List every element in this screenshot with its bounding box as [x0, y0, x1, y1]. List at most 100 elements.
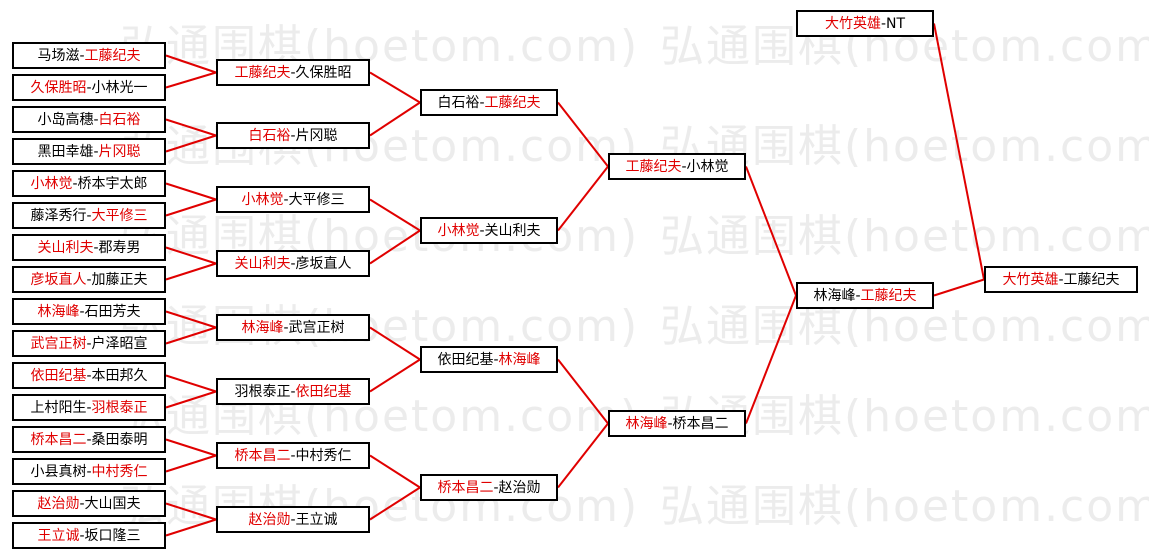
player-right: 赵治勋 — [498, 479, 541, 496]
bracket-connector — [369, 486, 421, 521]
player-right: 白石裕 — [98, 111, 141, 128]
player-left: 林海峰 — [241, 319, 284, 336]
bracket-connector — [557, 422, 609, 489]
bracket-connector — [165, 71, 217, 89]
player-right: 久保胜昭 — [295, 64, 352, 81]
player-right: 桥本昌二 — [672, 415, 729, 432]
player-left: 工藤纪夫 — [234, 64, 291, 81]
player-left: 大竹英雄 — [824, 15, 881, 32]
bracket-connector — [165, 518, 217, 537]
bracket-connector — [165, 454, 217, 473]
player-left: 依田纪基 — [437, 351, 494, 368]
player-right: 中村秀仁 — [295, 447, 352, 464]
match-box: 桥本昌二-赵治勋 — [420, 474, 558, 501]
bracket-connector — [369, 454, 421, 489]
bracket-connector — [165, 438, 217, 457]
bracket-connector — [557, 358, 609, 425]
match-box: 藤泽秀行-大平修三 — [12, 202, 166, 229]
player-right: 加藤正夫 — [91, 271, 148, 288]
match-box: 关山利夫-彦坂直人 — [216, 250, 370, 277]
match-box: 赵治勋-大山国夫 — [12, 490, 166, 517]
player-left: 小林觉 — [241, 191, 284, 208]
match-box: 林海峰-桥本昌二 — [608, 410, 746, 437]
bracket-connector — [165, 246, 217, 265]
player-left: 林海峰 — [625, 415, 668, 432]
bracket-connector — [557, 101, 609, 168]
player-left: 武宫正树 — [30, 335, 87, 352]
match-box: 小林觉-关山利夫 — [420, 217, 558, 244]
player-left: 上村阳生 — [30, 399, 87, 416]
bracket-connector — [369, 326, 421, 361]
bracket-connector — [165, 502, 217, 521]
player-right: 中村秀仁 — [91, 463, 148, 480]
match-box: 桥本昌二-桑田泰明 — [12, 426, 166, 453]
player-left: 桥本昌二 — [234, 447, 291, 464]
player-right: 大平修三 — [288, 191, 345, 208]
player-left: 马场滋 — [37, 47, 80, 64]
bracket-connector — [933, 278, 985, 297]
player-left: 王立诚 — [37, 527, 80, 544]
match-box: 林海峰-武宫正树 — [216, 314, 370, 341]
player-right: 羽根泰正 — [91, 399, 148, 416]
player-right: 小林光一 — [91, 79, 148, 96]
final-match-box: 大竹英雄-工藤纪夫 — [984, 266, 1138, 293]
player-left: 林海峰 — [37, 303, 80, 320]
match-box: 武宫正树-户泽昭宣 — [12, 330, 166, 357]
match-box: 工藤纪夫-久保胜昭 — [216, 59, 370, 86]
player-left: 小林觉 — [437, 222, 480, 239]
player-right: 户泽昭宣 — [91, 335, 148, 352]
bracket-connector — [165, 326, 217, 345]
player-right: 工藤纪夫 — [84, 47, 141, 64]
player-left: 黑田幸雄 — [37, 143, 94, 160]
player-left: 林海峰 — [813, 287, 856, 304]
player-left: 小岛高穗 — [37, 111, 94, 128]
player-right: 工藤纪夫 — [860, 287, 917, 304]
match-box: 王立诚-坂口隆三 — [12, 522, 166, 549]
match-box: 工藤纪夫-小林觉 — [608, 153, 746, 180]
player-right: 郡寿男 — [98, 239, 141, 256]
player-right: NT — [886, 15, 906, 32]
player-right: 大山国夫 — [84, 495, 141, 512]
player-left: 白石裕 — [437, 94, 480, 111]
player-right: 桑田泰明 — [91, 431, 148, 448]
player-left: 羽根泰正 — [234, 383, 291, 400]
player-left: 赵治勋 — [248, 511, 291, 528]
player-right: 依田纪基 — [295, 383, 352, 400]
player-right: 关山利夫 — [484, 222, 541, 239]
player-left: 依田纪基 — [30, 367, 87, 384]
match-box: 关山利夫-郡寿男 — [12, 234, 166, 261]
match-box: 桥本昌二-中村秀仁 — [216, 442, 370, 469]
match-box: 白石裕-片冈聪 — [216, 122, 370, 149]
bracket-connector — [165, 54, 217, 74]
match-box: 林海峰-工藤纪夫 — [796, 282, 934, 309]
match-box: 小林觉-桥本宇太郎 — [12, 170, 166, 197]
bracket-connector — [557, 165, 609, 232]
player-left: 桥本昌二 — [30, 431, 87, 448]
player-right: 武宫正树 — [288, 319, 345, 336]
match-box: 久保胜昭-小林光一 — [12, 74, 166, 101]
bracket-connector — [745, 166, 797, 296]
match-box: 黑田幸雄-片冈聪 — [12, 138, 166, 165]
player-right: 工藤纪夫 — [1063, 271, 1120, 288]
player-right: 石田芳夫 — [84, 303, 141, 320]
player-left: 小林觉 — [30, 175, 73, 192]
bracket-connector — [165, 118, 217, 137]
bracket-connector — [165, 390, 217, 409]
player-left: 白石裕 — [248, 127, 291, 144]
bracket-connector — [369, 198, 421, 232]
player-left: 大竹英雄 — [1002, 271, 1059, 288]
player-right: 片冈聪 — [295, 127, 338, 144]
match-box: 依田纪基-林海峰 — [420, 346, 558, 373]
player-right: 王立诚 — [295, 511, 338, 528]
player-right: 彦坂直人 — [295, 255, 352, 272]
challenge-match-box: 大竹英雄-NT — [796, 10, 934, 37]
player-right: 本田邦久 — [91, 367, 148, 384]
bracket-connector — [369, 71, 421, 104]
player-right: 片冈聪 — [98, 143, 141, 160]
match-box: 白石裕-工藤纪夫 — [420, 89, 558, 116]
bracket-connector — [369, 358, 421, 393]
player-right: 坂口隆三 — [84, 527, 141, 544]
match-box: 羽根泰正-依田纪基 — [216, 378, 370, 405]
bracket-connector — [165, 374, 217, 393]
player-left: 工藤纪夫 — [625, 158, 682, 175]
